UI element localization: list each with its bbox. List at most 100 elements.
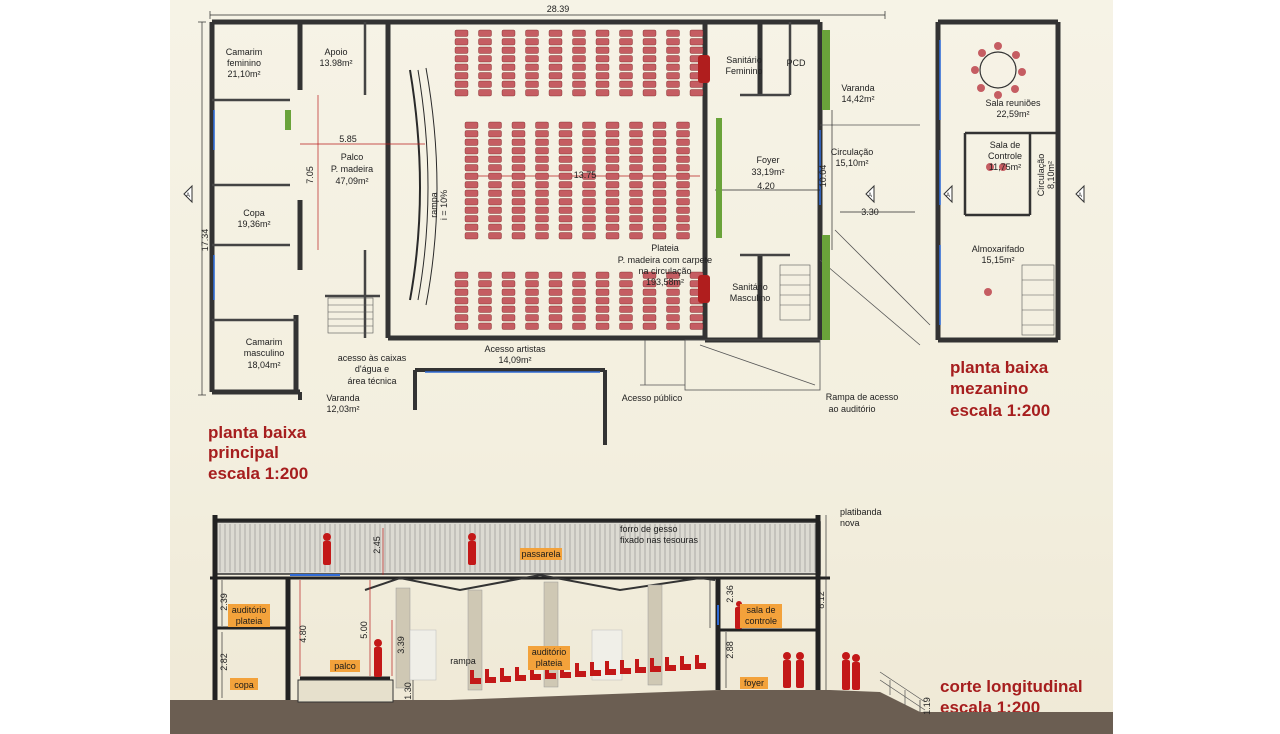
- seat: [595, 46, 610, 54]
- label-sanitario-feminino-1: Sanitário: [726, 55, 762, 65]
- seat: [666, 305, 680, 313]
- seat: [454, 29, 469, 37]
- label-acesso-publico: Acesso público: [622, 393, 683, 403]
- seat: [676, 223, 690, 231]
- label-sanitario-masculino-2: Masculino: [730, 293, 771, 303]
- seat: [595, 38, 610, 46]
- seat: [558, 206, 573, 214]
- seat: [464, 206, 479, 214]
- seat: [464, 223, 479, 231]
- seat: [478, 38, 492, 46]
- seat: [558, 232, 573, 240]
- seat: [548, 322, 563, 330]
- label-plateia: Plateia: [651, 243, 679, 253]
- seat: [595, 80, 610, 88]
- planters: [285, 30, 830, 340]
- seat: [642, 89, 657, 97]
- label-acesso-artistas-area: 14,09m²: [498, 355, 531, 365]
- seat: [676, 206, 690, 214]
- seat: [582, 181, 596, 189]
- seat: [605, 223, 620, 231]
- seat: [605, 121, 620, 129]
- dim-palco-width: 5.85: [339, 134, 357, 144]
- label-varanda-right: Varanda: [841, 83, 874, 93]
- section-chair: [650, 658, 661, 672]
- section-chair: [485, 669, 496, 683]
- section-rampa: rampa: [450, 656, 476, 666]
- seat: [582, 189, 596, 197]
- seat: [558, 155, 573, 163]
- seat: [572, 314, 586, 322]
- seat: [548, 288, 563, 296]
- seat: [548, 80, 563, 88]
- seat: [605, 232, 620, 240]
- seat: [619, 89, 633, 97]
- section-auditorio-upper-1: auditório: [232, 605, 267, 615]
- main-floor-plan: [198, 11, 931, 445]
- seat: [501, 280, 516, 288]
- sdim-339: 3.39: [396, 636, 406, 654]
- seat: [548, 305, 563, 313]
- label-camarim-masculino-area: 18,04m²: [247, 360, 280, 370]
- section-chair: [575, 663, 586, 677]
- seat: [548, 297, 563, 305]
- seat: [525, 63, 539, 71]
- seat: [619, 29, 633, 37]
- seat: [582, 215, 596, 223]
- seat: [548, 89, 563, 97]
- seat: [535, 172, 549, 180]
- longitudinal-section: [170, 515, 1113, 734]
- seat: [595, 29, 610, 37]
- label-pcd: PCD: [786, 58, 806, 68]
- sdim-812: 8.12: [816, 591, 826, 609]
- seat: [666, 271, 680, 279]
- seat: [629, 232, 643, 240]
- label-palco-floor: P. madeira: [331, 164, 373, 174]
- seat: [535, 155, 549, 163]
- seat: [535, 189, 549, 197]
- label-rampa-acesso-1: Rampa de acesso: [826, 392, 899, 402]
- seat: [501, 63, 516, 71]
- seat: [478, 288, 492, 296]
- seat: [676, 138, 690, 146]
- seat: [478, 297, 492, 305]
- seat: [488, 215, 502, 223]
- seat: [642, 46, 657, 54]
- seat: [689, 29, 704, 37]
- seat: [619, 288, 633, 296]
- seat: [629, 181, 643, 189]
- label-palco: Palco: [341, 152, 364, 162]
- seat: [605, 189, 620, 197]
- dim-foyer-depth: 10.04: [818, 165, 828, 188]
- seat: [548, 46, 563, 54]
- seat: [535, 147, 549, 155]
- seat: [629, 206, 643, 214]
- seat: [488, 206, 502, 214]
- seat: [572, 271, 586, 279]
- seat: [652, 121, 667, 129]
- seat: [642, 72, 657, 80]
- seat: [595, 288, 610, 296]
- label-sala-controle-area: 11,75m²: [989, 162, 1021, 172]
- seat: [535, 223, 549, 231]
- seat: [619, 72, 633, 80]
- seat: [454, 305, 469, 313]
- seat: [511, 155, 526, 163]
- seat: [629, 223, 643, 231]
- seat: [582, 172, 596, 180]
- seat: [558, 189, 573, 197]
- seat: [582, 155, 596, 163]
- seat: [595, 271, 610, 279]
- seat: [464, 130, 479, 138]
- seat: [689, 38, 704, 46]
- seat: [652, 130, 667, 138]
- seat: [652, 181, 667, 189]
- label-camarim-feminino-1: Camarim: [226, 47, 263, 57]
- seat: [642, 80, 657, 88]
- seat: [605, 215, 620, 223]
- seat: [666, 55, 680, 63]
- label-almoxarifado-area: 15,15m²: [981, 255, 1014, 265]
- seat: [582, 223, 596, 231]
- section-sala-controle-1: sala de: [746, 605, 775, 615]
- seat: [558, 147, 573, 155]
